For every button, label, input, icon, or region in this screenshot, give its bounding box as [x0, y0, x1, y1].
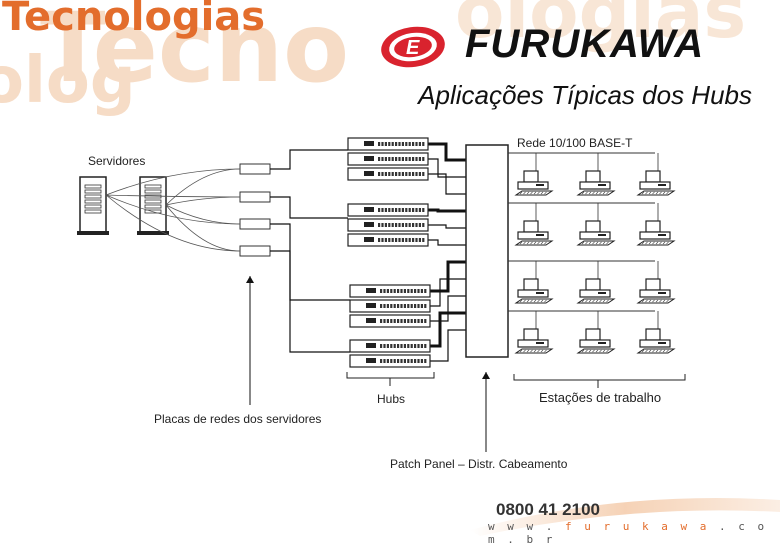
- servers-label: Servidores: [88, 154, 146, 168]
- cables-group: [105, 142, 466, 362]
- workstation-icon: [576, 203, 616, 246]
- workstation-icon: [636, 153, 676, 196]
- nic-hub-cable: [270, 149, 348, 170]
- hub-unit-icon: [347, 218, 429, 232]
- url-prefix: w w w .: [488, 520, 565, 533]
- nic-label: Placas de redes dos servidores: [154, 412, 322, 426]
- hubs-bracket: [346, 372, 435, 379]
- network-label: Rede 10/100 BASE-T: [517, 136, 633, 150]
- nic-card-icon: [239, 245, 271, 257]
- hub-patch-cable: [428, 158, 466, 178]
- patch-panel-icon: [465, 144, 509, 358]
- footer-url: w w w . f u r u k a w a . c o m . b r: [488, 520, 780, 546]
- server-cable: [165, 204, 241, 252]
- hubs-group: [347, 137, 431, 368]
- hub-unit-icon: [349, 339, 431, 353]
- workstation-icon: [514, 311, 554, 354]
- footer-phone: 0800 41 2100: [496, 500, 600, 519]
- watermark-text-2: olog: [0, 44, 136, 118]
- server-cable: [165, 196, 241, 206]
- page-title: Aplicações Típicas dos Hubs: [418, 80, 752, 110]
- nic-hub-cable: [270, 250, 350, 353]
- hub-unit-icon: [347, 167, 429, 181]
- hub-unit-icon: [349, 314, 431, 328]
- footer-swoosh: [470, 498, 780, 536]
- workstation-icon: [514, 261, 554, 304]
- server-cable: [105, 194, 241, 225]
- server-cable: [105, 194, 241, 252]
- hub-unit-icon: [349, 284, 431, 298]
- server-tower-icon: [77, 176, 109, 235]
- patch-panel-arrow: [482, 372, 490, 452]
- logo-wordmark: FURUKAWA: [465, 22, 705, 66]
- furukawa-emblem-icon: E: [381, 26, 445, 68]
- nic-card-icon: [239, 163, 271, 175]
- url-brand: f u r u k a w a: [564, 520, 710, 533]
- watermark-text: Tecno: [40, 0, 350, 104]
- brand-heading: Tecnologias: [2, 0, 266, 40]
- hub-unit-icon: [349, 354, 431, 368]
- workstation-icon: [636, 311, 676, 354]
- nic-hub-cable: [270, 196, 348, 219]
- workstation-icon: [576, 311, 616, 354]
- hub-patch-cable: [430, 311, 466, 348]
- hubs-label: Hubs: [377, 392, 406, 406]
- hub-patch-cable: [430, 278, 466, 307]
- workstation-icon: [514, 153, 554, 196]
- nic-card-icon: [239, 191, 271, 203]
- workstations-group: [508, 152, 676, 354]
- watermark-text-3: ologias: [455, 0, 747, 54]
- workstation-icon: [636, 203, 676, 246]
- workstation-icon: [514, 203, 554, 246]
- hub-unit-icon: [349, 299, 431, 313]
- workstations-label: Estações de trabalho: [539, 390, 662, 405]
- hub-patch-cable: [430, 260, 466, 293]
- nic-hub-cable: [270, 223, 350, 301]
- server-cable: [105, 168, 241, 196]
- hub-patch-cable: [428, 208, 466, 213]
- nic-card-icon: [239, 218, 271, 230]
- workstation-icon: [576, 261, 616, 304]
- hub-unit-icon: [347, 233, 429, 247]
- hub-unit-icon: [347, 203, 429, 217]
- server-cable: [105, 194, 241, 198]
- workstation-icon: [636, 261, 676, 304]
- hub-unit-icon: [347, 137, 429, 151]
- hub-patch-cable: [428, 173, 466, 195]
- workstations-bracket: [513, 374, 686, 381]
- servers-group: [77, 176, 169, 235]
- hub-patch-cable: [430, 295, 466, 322]
- workstation-icon: [576, 153, 616, 196]
- server-cable: [165, 168, 241, 206]
- server-tower-icon: [137, 176, 169, 235]
- hub-unit-icon: [347, 152, 429, 166]
- server-cable: [165, 204, 241, 225]
- brackets-group: [246, 276, 686, 452]
- hub-patch-cable: [430, 329, 466, 362]
- emblem-letter: E: [406, 37, 420, 59]
- nic-arrow: [246, 276, 254, 405]
- hub-patch-cable: [428, 239, 466, 246]
- hub-patch-cable: [428, 142, 466, 162]
- patch-panel-label: Patch Panel – Distr. Cabeamento: [390, 457, 568, 471]
- furukawa-logo: E FURUKAWA: [375, 22, 755, 70]
- patch-panel-group: [465, 144, 509, 358]
- hub-patch-cable: [428, 224, 466, 229]
